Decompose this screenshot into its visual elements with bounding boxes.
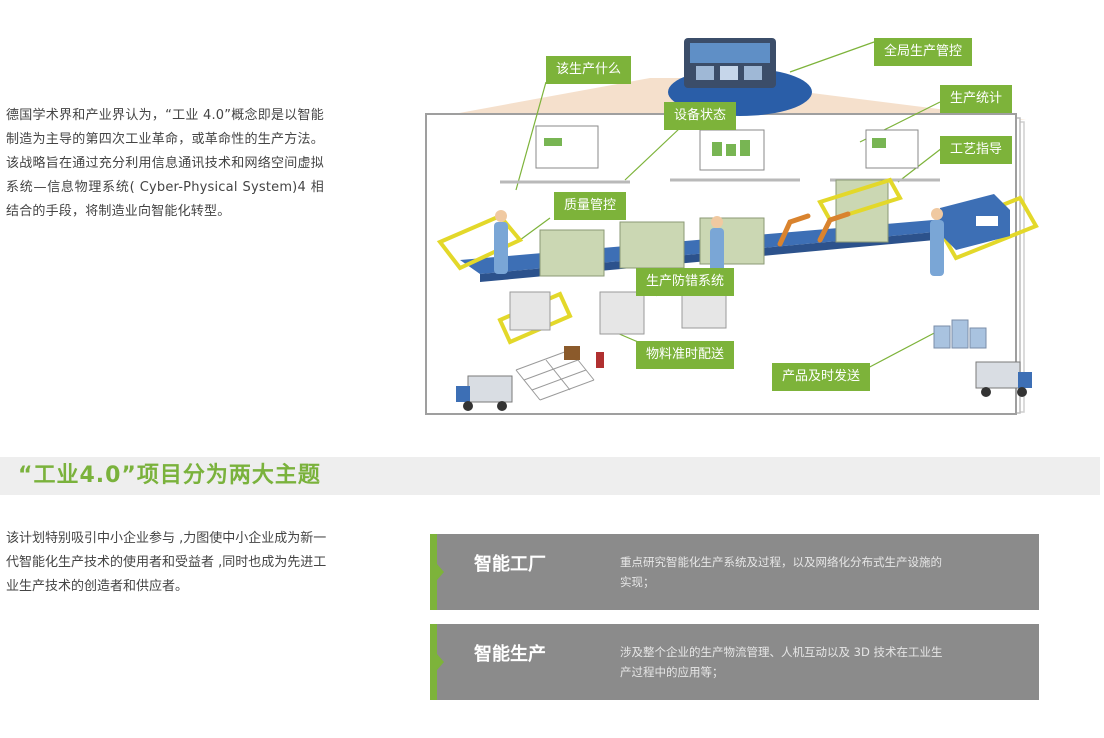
factory-drawing [425, 38, 1039, 415]
theme-card-smart-factory: 智能工厂 重点研究智能化生产系统及过程，以及网络化分布式生产设施的实现； [430, 534, 1039, 610]
callout-production-stats: 生产统计 [940, 85, 1013, 113]
section-title: “工业4.0”项目分为两大主题 [18, 463, 321, 488]
callout-product-delivery: 产品及时发送 [772, 363, 871, 391]
callout-error-proofing: 生产防错系统 [636, 268, 735, 296]
callout-quality-control: 质量管控 [554, 192, 627, 220]
card-accent-bar [430, 624, 437, 700]
theme-name: 智能生产 [474, 644, 546, 665]
theme-card-smart-production: 智能生产 涉及整个企业的生产物流管理、人机互动以及 3D 技术在工业生产过程中的… [430, 624, 1039, 700]
theme-description: 重点研究智能化生产系统及过程，以及网络化分布式生产设施的实现； [620, 555, 942, 589]
card-notch [437, 564, 444, 580]
intro-paragraph: 德国学术界和产业界认为，“工业 4.0”概念即是以智能制造为主导的第四次工业革命… [6, 108, 324, 219]
callout-what-to-produce: 该生产什么 [546, 56, 632, 84]
industry40-factory-illustration: 全局生产管控 该生产什么 设备状态 生产统计 工艺指导 质量管控 生产防错系统 … [420, 30, 1044, 422]
theme-description: 涉及整个企业的生产物流管理、人机互动以及 3D 技术在工业生产过程中的应用等； [620, 645, 943, 679]
card-accent-bar [430, 534, 437, 610]
section-heading-band: “工业4.0”项目分为两大主题 [0, 457, 1100, 495]
callout-process-guidance: 工艺指导 [940, 136, 1013, 164]
callout-global-control: 全局生产管控 [874, 38, 973, 66]
theme-name: 智能工厂 [474, 554, 546, 575]
callout-material-delivery: 物料准时配送 [636, 341, 735, 369]
sub-paragraph: 该计划特别吸引中小企业参与 ,力图使中小企业成为新一代智能化生产技术的使用者和受… [6, 531, 327, 594]
callout-equipment-status: 设备状态 [664, 102, 737, 130]
card-notch [437, 654, 444, 670]
